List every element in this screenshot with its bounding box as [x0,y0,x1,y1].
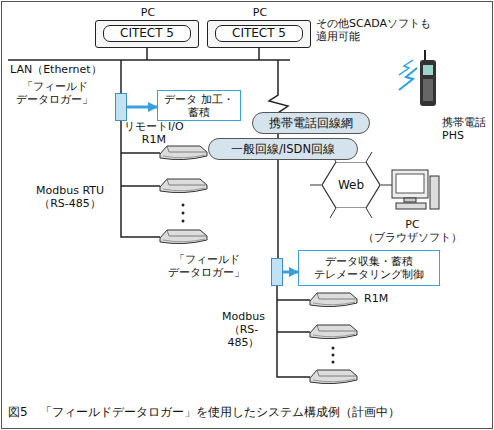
node-heading: PC [208,6,312,19]
bus-line [277,286,310,377]
node-text: 携帯電話回線網 [269,117,353,130]
r1m-device [160,179,207,193]
arrow-connector [283,271,298,274]
bus-branch [121,185,160,187]
node-text: 一般回線/ISDN回線 [231,143,335,156]
r1m-device [310,293,357,307]
note-text: その他SCADAソフトも 適用可能 [316,17,431,43]
radio-wave [399,68,417,90]
bus-branch [121,152,160,154]
function-box: データ収集・蓄積 テレメータリング制御 [298,250,440,286]
network-label: LAN（Ethernet） [10,63,102,76]
pc-box: PCCITECT 5 [95,20,199,48]
data-logger-box: 「フィールド データロガー」 [115,93,127,121]
radio-wave [399,60,413,75]
bus-line [120,60,122,93]
ellipsis-dot [332,361,335,364]
ellipsis-dot [332,347,335,350]
lan-line [8,59,290,61]
r1m-device [310,325,357,339]
node-text: CITECT 5 [232,27,286,40]
pc-box: PCCITECT 5 [207,20,311,48]
node-heading: 「フィールド データロガー」 [16,80,93,106]
pc-icon [392,170,439,209]
network-oval: 携帯電話回線網 [252,112,370,134]
function-box: データ 加工・蓄積 [157,90,241,121]
software-box: CITECT 5 [103,25,191,42]
arrow-connector [127,106,157,109]
network-oval: 一般回線/ISDN回線 [208,138,358,160]
mobile-phone [420,50,436,106]
pc-drop-line [258,48,260,60]
ellipsis-dot [182,212,185,215]
r1m-device [160,230,207,244]
r1m-device [160,146,207,160]
web-hexagon: Web [322,162,380,208]
hexagon-shape [322,162,380,208]
software-box: CITECT 5 [215,25,303,42]
node-heading: 「フィールド データロガー」 [168,253,245,279]
device-label: PC （ブラウザソフト） [363,218,462,244]
bus-branch [277,331,310,333]
pc-drop-line [146,48,148,60]
device-label: 携帯電話 PHS [442,116,486,142]
data-logger-box: 「フィールド データロガー」 [271,258,283,286]
bus-label: Modbus （RS-485） [222,310,265,349]
device-label: R1M [364,292,388,305]
ellipsis-dot [182,204,185,207]
ellipsis-dot [182,220,185,223]
figure-caption: 図5 「フィールドデータロガー」を使用したシステム構成例（計画中） [8,405,400,419]
node-heading: PC [96,6,200,19]
r1m-device [310,370,357,384]
node-text: データ 加工・蓄積 [158,93,240,119]
network-spokes [310,152,392,218]
node-text: データ収集・蓄積 テレメータリング制御 [299,255,439,281]
device-label: リモートI/O R1M [124,120,184,146]
ellipsis-dot [332,354,335,357]
bus-branch [277,299,310,301]
bus-label: Modbus RTU （RS-485） [30,184,110,210]
node-text: CITECT 5 [120,27,174,40]
node-text: Web [338,179,364,192]
